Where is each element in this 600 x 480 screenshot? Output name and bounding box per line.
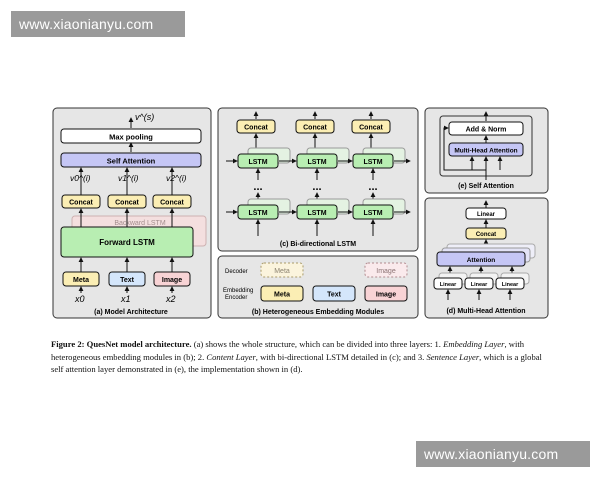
v1-label: v1^(i) [118, 173, 139, 183]
panel-c-bidirectional-lstm: Concat Concat Concat LSTM LSTM LSTM [217, 107, 419, 252]
multi-head-attention-box: Multi-Head Attention [454, 148, 517, 155]
c-lstm-lower-2: LSTM [363, 210, 382, 217]
panel-a-model-architecture: v^(s) Max pooling Self Attention v0^(i) … [52, 107, 212, 319]
v-s-label: v^(s) [135, 112, 154, 122]
forward-lstm-box: Forward LSTM [99, 238, 155, 247]
concat-box-1: Concat [115, 200, 139, 207]
panel-d-caption: (d) Multi-Head Attention [446, 308, 525, 315]
c-dots-2: ... [368, 181, 377, 193]
figure-caption-text-2: , with heterogeneous embedding modules i… [51, 339, 525, 362]
figure-caption-label: Figure 2: QuesNet model architecture. [51, 339, 192, 349]
decoder-meta: Meta [274, 268, 290, 275]
embedding-label: Embedding [223, 288, 253, 294]
c-concat-1: Concat [303, 125, 327, 132]
c-lstm-lower-1: LSTM [307, 210, 326, 217]
c-dots-0: ... [253, 181, 262, 193]
input-meta: Meta [73, 277, 89, 284]
decoder-label: Decoder [225, 269, 248, 275]
input-image: Image [162, 277, 182, 284]
figure-caption: Figure 2: QuesNet model architecture. (a… [51, 338, 553, 376]
concat-box-2: Concat [160, 200, 184, 207]
encoder-label: Encoder [225, 295, 247, 301]
x0-label: x0 [74, 294, 85, 304]
figure-caption-text-1: (a) shows the whole structure, which can… [191, 339, 444, 349]
max-pooling-box: Max pooling [109, 133, 153, 142]
panel-e-caption: (e) Self Attention [458, 183, 514, 190]
decoder-image: Image [376, 268, 396, 275]
c-lstm-upper-0: LSTM [248, 159, 267, 166]
d-linear-2: Linear [502, 282, 519, 288]
d-linear-0: Linear [440, 282, 457, 288]
panel-c-caption: (c) Bi-directional LSTM [280, 241, 356, 248]
figure-caption-content-layer: Content Layer [206, 351, 256, 362]
figure-caption-embedding-layer: Embedding Layer [443, 339, 505, 349]
self-attention-box: Self Attention [107, 157, 156, 166]
v2-label: v2^(i) [166, 173, 187, 183]
panel-d-multi-head-attention: Linear Concat Attention Linear Linear Li… [424, 197, 549, 319]
encoder-text: Text [327, 292, 342, 299]
c-dots-1: ... [312, 181, 321, 193]
d-linear-1: Linear [471, 282, 488, 288]
encoder-meta: Meta [274, 292, 290, 299]
watermark-bottom: www.xiaonianyu.com [416, 441, 590, 467]
figure-caption-text-3: , with bi-directional LSTM detailed in (… [255, 351, 427, 362]
panel-a-caption: (a) Model Architecture [94, 309, 168, 316]
panel-e-self-attention: Add & Norm Multi-Head Attention (e) Self… [424, 107, 549, 194]
concat-box-0: Concat [69, 200, 93, 207]
backward-lstm-label: Backward LSTM [114, 220, 166, 227]
add-norm-box: Add & Norm [466, 127, 507, 134]
encoder-image: Image [376, 292, 396, 299]
d-concat: Concat [476, 232, 496, 238]
input-text: Text [120, 277, 135, 284]
d-attention: Attention [467, 257, 496, 264]
figure-caption-sentence-layer: Sentence Layer [426, 351, 480, 362]
d-linear-top: Linear [477, 212, 496, 218]
c-concat-2: Concat [359, 125, 383, 132]
v0-label: v0^(i) [70, 173, 91, 183]
x1-label: x1 [120, 294, 131, 304]
watermark-top: www.xiaonianyu.com [11, 11, 185, 37]
x2-label: x2 [165, 294, 176, 304]
c-lstm-upper-1: LSTM [307, 159, 326, 166]
c-lstm-lower-0: LSTM [248, 210, 267, 217]
panel-b-embedding-modules: Decoder Embedding Encoder Meta Image Met… [217, 255, 419, 319]
panel-b-caption: (b) Heterogeneous Embedding Modules [252, 309, 384, 316]
figure-caption-text-4: , which is a global self attention layer… [51, 351, 542, 375]
c-concat-0: Concat [244, 125, 268, 132]
c-lstm-upper-2: LSTM [363, 159, 382, 166]
